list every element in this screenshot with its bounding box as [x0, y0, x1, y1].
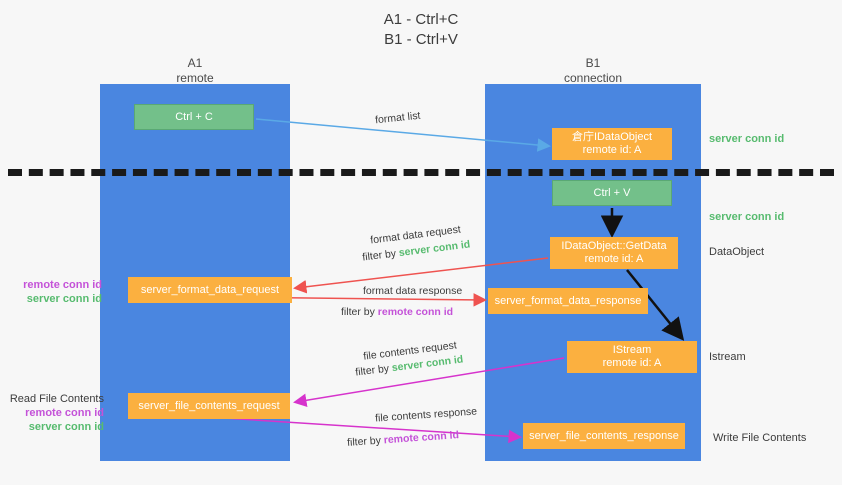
annotation-conn-ids-upper: remote conn id server conn id: [8, 278, 102, 306]
annotation-read-file-contents: Read File Contents: [9, 393, 104, 405]
annotation-dataobject: DataObject: [709, 245, 764, 259]
annotation-server-conn-id-mid: server conn id: [709, 210, 784, 224]
annotation-istream-text: Istream: [709, 351, 746, 363]
annotation-remote-conn-id: remote conn id: [25, 407, 104, 419]
annotation-dataobject-text: DataObject: [709, 246, 765, 258]
box-idataobject-getdata[interactable]: IDataObject::GetData remote id: A: [550, 237, 678, 269]
box-server-format-data-response[interactable]: server_format_data_response: [488, 288, 648, 314]
page-title: A1 - Ctrl+C B1 - Ctrl+V: [0, 10, 842, 50]
filter-prefix: filter by: [341, 306, 378, 318]
lane-a1-name: A1: [187, 56, 203, 70]
box-server-format-data-request[interactable]: server_format_data_request: [128, 277, 292, 303]
box-istream-line1: IStream: [612, 344, 652, 356]
box-idataobject[interactable]: 倉庁IDataObject remote id: A: [552, 128, 672, 160]
annotation-server-conn-id-top: server conn id: [709, 132, 784, 146]
filter-token-remote-conn-id: remote conn id: [377, 306, 454, 318]
arrow-filter-file-contents-response: filter by remote conn id: [347, 428, 460, 450]
annotation-server-conn-id: server conn id: [26, 293, 102, 305]
lane-a1-role: remote: [176, 71, 214, 85]
arrow-filter-format-data-response: filter by remote conn id: [341, 305, 453, 319]
annotation-remote-conn-id: remote conn id: [23, 279, 102, 291]
filter-prefix: filter by: [346, 434, 385, 449]
lane-header-a1: A1 remote: [125, 56, 265, 86]
lane-b1-name: B1: [585, 56, 601, 70]
annotation-server-conn-id: server conn id: [28, 421, 104, 433]
box-server-format-data-request-label: server_format_data_request: [140, 283, 280, 296]
arrow-label-format-data-response-text: format data response: [363, 285, 463, 297]
arrow-label-format-list: format list: [374, 109, 421, 128]
title-line-2: B1 - Ctrl+V: [384, 31, 458, 48]
arrow-label-format-list-text: format list: [374, 109, 422, 127]
box-istream-line2: remote id: A: [602, 357, 662, 369]
box-ctrl-v[interactable]: Ctrl + V: [552, 180, 672, 206]
box-ctrl-c[interactable]: Ctrl + C: [134, 104, 254, 130]
box-istream[interactable]: IStream remote id: A: [567, 341, 697, 373]
filter-prefix: filter by: [361, 247, 400, 264]
box-server-file-contents-response[interactable]: server_file_contents_response: [523, 423, 685, 449]
title-line-1: A1 - Ctrl+C: [383, 11, 459, 28]
lane-header-b1: B1 connection: [523, 56, 663, 86]
filter-prefix: filter by: [354, 362, 393, 379]
annotation-istream: Istream: [709, 350, 746, 364]
phase-divider: [8, 169, 834, 176]
lane-b1-role: connection: [563, 71, 623, 85]
annotation-write-file-contents: Write File Contents: [713, 431, 806, 445]
box-server-file-contents-response-label: server_file_contents_response: [529, 429, 679, 442]
annotation-conn-ids-lower: Read File Contents remote conn id server…: [8, 392, 104, 434]
box-server-file-contents-request-label: server_file_contents_request: [138, 399, 280, 412]
arrow-label-format-data-response: format data response: [363, 284, 462, 298]
box-idataobject-line2: remote id: A: [582, 144, 642, 156]
arrow-label-file-contents-response: file contents response: [375, 404, 478, 425]
annotation-server-conn-id-mid-text: server conn id: [709, 211, 785, 223]
box-getdata-line1: IDataObject::GetData: [561, 240, 667, 252]
filter-token-remote-conn-id: remote conn id: [383, 429, 460, 447]
box-ctrl-c-label: Ctrl + C: [175, 110, 213, 123]
box-idataobject-line1: 倉庁IDataObject: [571, 131, 653, 143]
box-server-format-data-response-label: server_format_data_response: [494, 294, 642, 307]
box-ctrl-v-label: Ctrl + V: [593, 186, 631, 199]
arrow-label-file-contents-response-text: file contents response: [374, 405, 478, 425]
annotation-server-conn-id-top-text: server conn id: [709, 133, 785, 145]
box-getdata-line2: remote id: A: [584, 253, 644, 265]
annotation-write-file-contents-text: Write File Contents: [713, 432, 807, 444]
box-server-file-contents-request[interactable]: server_file_contents_request: [128, 393, 290, 419]
